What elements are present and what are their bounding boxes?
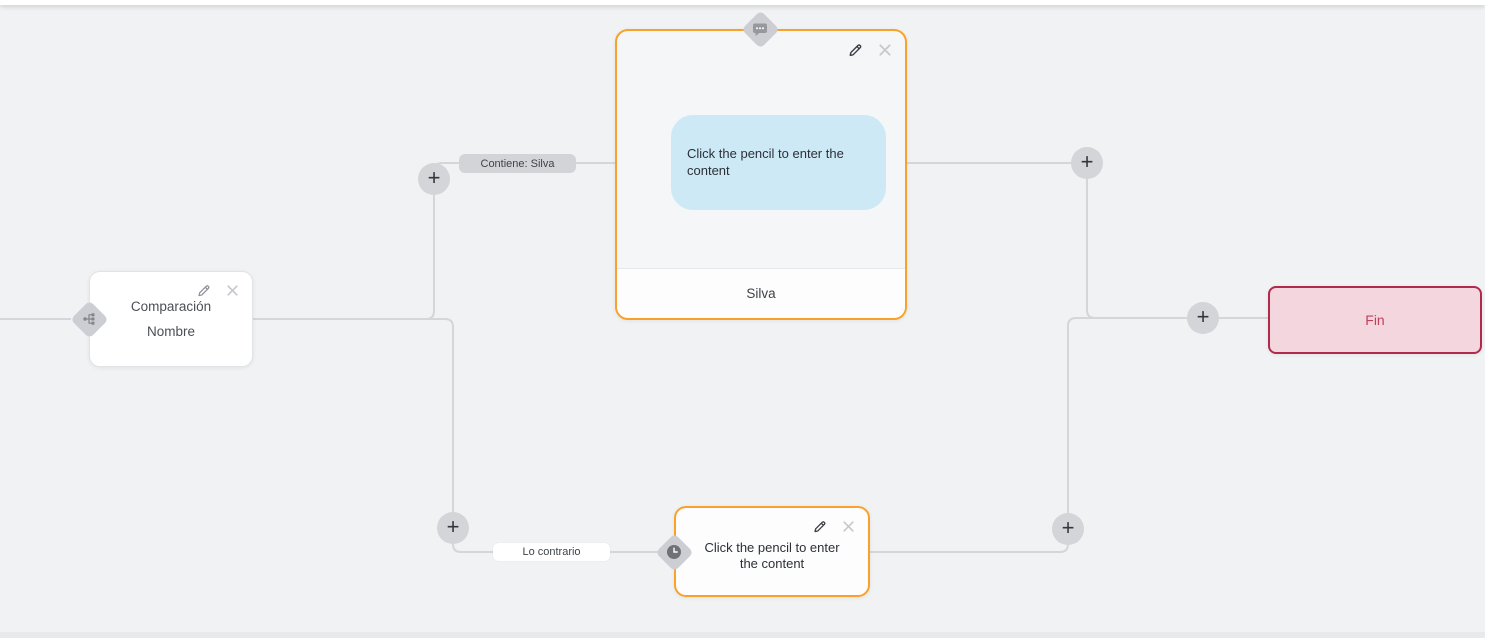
add-step-button-bottom-right[interactable]: +	[1052, 513, 1084, 545]
edge-label-otherwise[interactable]: Lo contrario	[493, 543, 610, 561]
message-footer-label: Silva	[746, 286, 776, 301]
edge-label-text: Contiene: Silva	[480, 157, 555, 170]
clock-icon	[667, 545, 681, 559]
edge-message-to-end	[906, 162, 1268, 319]
add-step-button-top-right[interactable]: +	[1071, 147, 1103, 179]
add-step-button-bottom-left[interactable]: +	[437, 512, 469, 544]
toolbar-edge	[0, 0, 1485, 5]
condition-type-badge	[68, 298, 110, 340]
edge-condition-to-message	[425, 162, 617, 320]
edit-pencil-icon[interactable]	[812, 519, 827, 534]
end-label: Fin	[1365, 312, 1385, 328]
speech-bubble-icon	[753, 23, 767, 36]
edge-label-contains[interactable]: Contiene: Silva	[459, 154, 576, 173]
node-end[interactable]: Fin	[1268, 286, 1482, 354]
node-condition[interactable]: Comparación Nombre	[89, 271, 253, 367]
wait-placeholder-text: Click the pencil to enter the content	[704, 540, 840, 571]
close-icon[interactable]	[842, 520, 855, 533]
close-icon[interactable]	[878, 43, 892, 57]
message-type-badge	[739, 8, 781, 50]
condition-title-line2: Nombre	[146, 324, 195, 339]
canvas-bottom-edge	[0, 632, 1485, 638]
edge-label-text: Lo contrario	[522, 546, 581, 558]
message-preview-bubble: Click the pencil to enter the content	[671, 115, 886, 210]
node-wait[interactable]: Click the pencil to enter the content	[674, 506, 870, 597]
wait-type-badge	[653, 531, 695, 573]
condition-title-line1: Comparación	[130, 299, 212, 314]
edge-wait-to-end	[868, 317, 1100, 553]
edit-pencil-icon[interactable]	[847, 42, 863, 58]
message-preview-text: Click the pencil to enter the content	[687, 146, 844, 178]
message-footer: Silva	[617, 268, 905, 318]
add-step-button-before-end[interactable]: +	[1187, 302, 1219, 334]
edge-condition-to-wait	[253, 318, 676, 553]
close-icon[interactable]	[226, 284, 239, 297]
edit-pencil-icon[interactable]	[196, 283, 211, 298]
add-step-button-top-left[interactable]: +	[418, 163, 450, 195]
node-message[interactable]: Click the pencil to enter the content Si…	[615, 29, 907, 320]
branch-icon	[83, 313, 95, 325]
